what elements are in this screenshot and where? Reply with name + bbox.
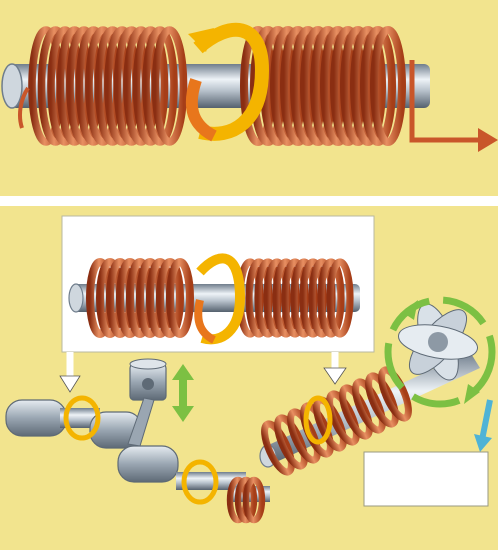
coil-turn (274, 414, 308, 470)
coil-turn (317, 258, 345, 338)
coil-turn (132, 26, 169, 146)
coil-left (28, 26, 188, 146)
label-box (363, 451, 489, 507)
coil-turn (151, 26, 188, 146)
inset-coil-shaft (68, 253, 360, 345)
coil-turn (234, 476, 258, 524)
coil-turn (352, 378, 386, 434)
coil-turn (156, 258, 184, 338)
bottom-panel (5, 215, 496, 524)
propeller-shaft (259, 352, 480, 476)
down-arrow-right (323, 352, 347, 385)
output-arrow-icon (409, 60, 498, 152)
vertical-double-arrow-icon (172, 364, 194, 422)
coil-turn (378, 366, 412, 422)
down-arrow-left (59, 352, 81, 393)
panel-separator (0, 196, 498, 206)
coil-turn (360, 26, 396, 146)
lead-wire-left (18, 86, 30, 129)
coil-turn (287, 408, 321, 464)
crankshaft-icon (5, 395, 270, 524)
coil-turn (339, 384, 373, 440)
coil-turn (370, 26, 406, 146)
coil-turn (326, 390, 360, 446)
top-panel (1, 22, 498, 152)
piston-icon (127, 358, 167, 447)
rotation-arrow-icon (185, 22, 270, 142)
coil-turn (365, 372, 399, 428)
shaft-end (1, 63, 23, 109)
output-arrow-icon (474, 399, 493, 452)
coil-turn (326, 258, 354, 338)
coil-turn (166, 258, 194, 338)
rotation-arrow-icon (303, 395, 333, 445)
rotation-arrow-icon (63, 395, 219, 505)
rotation-arrow-icon (194, 253, 246, 345)
propeller-icon (384, 296, 496, 408)
coil-turn (142, 26, 178, 146)
coil-turn (242, 476, 266, 524)
coil-turn (350, 26, 386, 146)
coil-turn (261, 420, 295, 476)
